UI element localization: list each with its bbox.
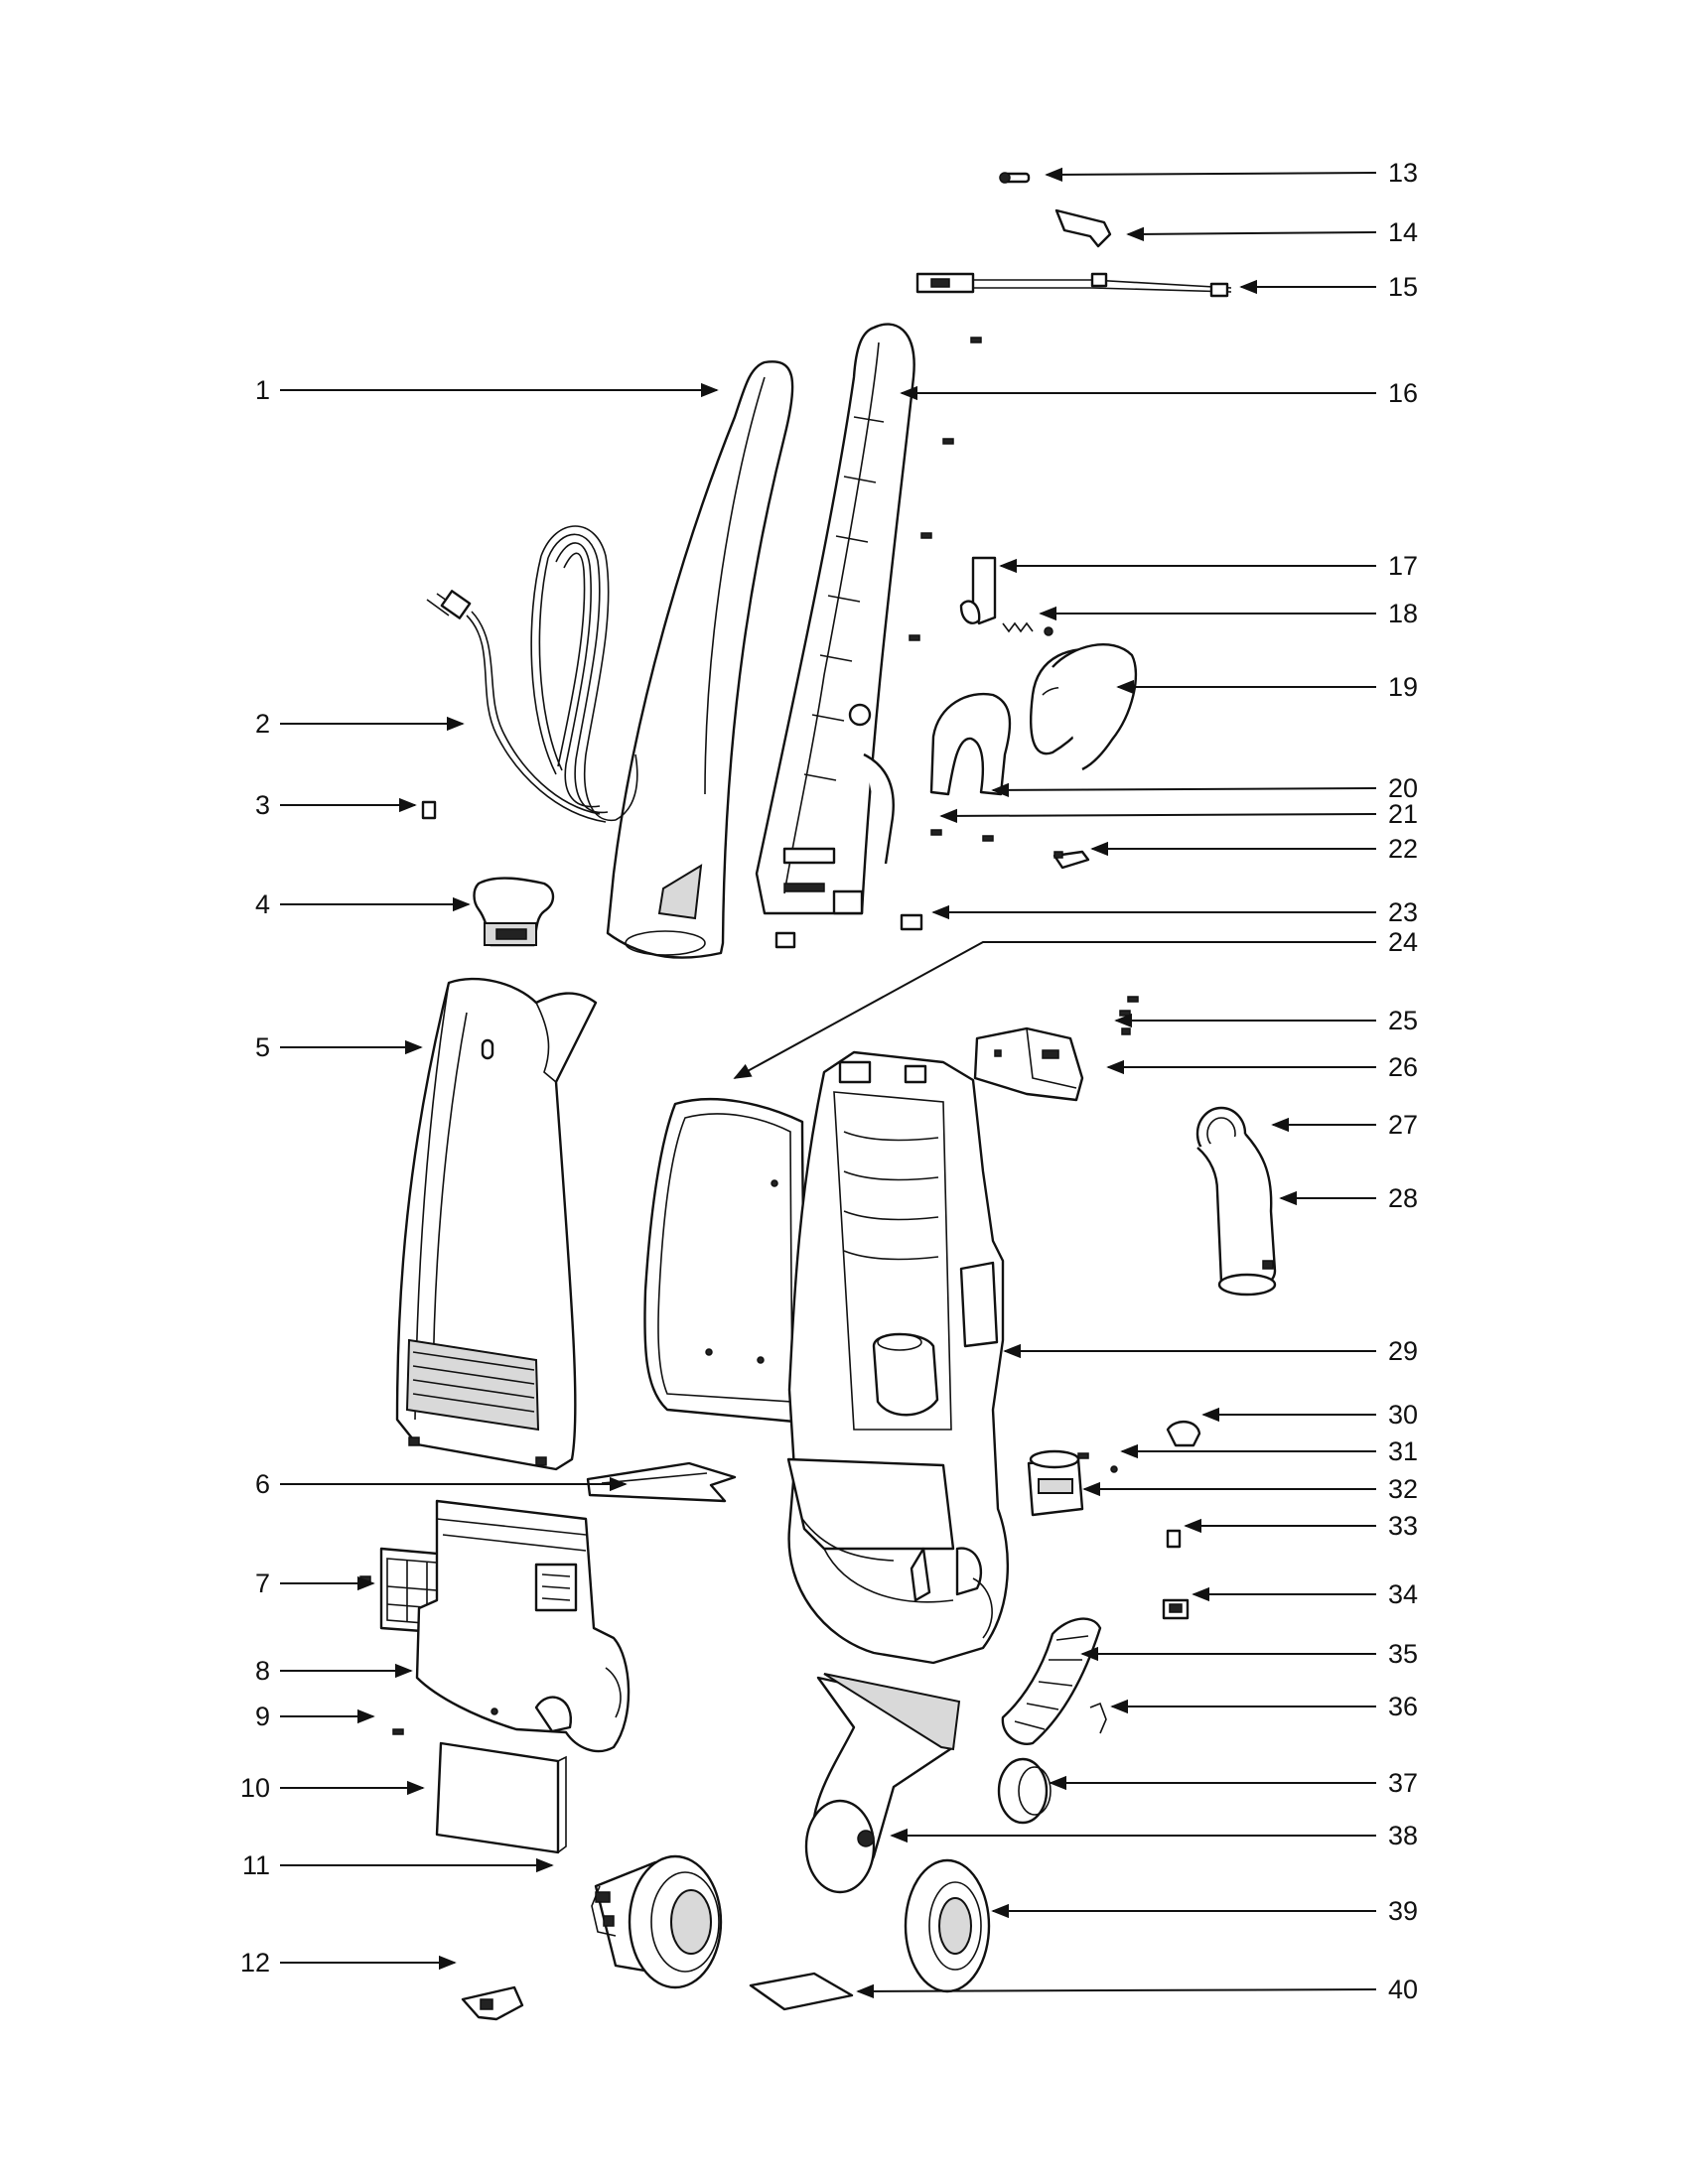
part-2-power-cord (426, 525, 638, 823)
callout-number-26: 26 (1388, 1052, 1418, 1082)
callout-number-23: 23 (1388, 897, 1418, 927)
part-8-filter-housing (415, 1499, 631, 1753)
part-39-wheel (904, 1858, 991, 1993)
callout-number-31: 31 (1388, 1436, 1418, 1466)
callout-number-13: 13 (1388, 158, 1418, 188)
callout-number-14: 14 (1388, 217, 1418, 247)
part-29-main-body (786, 1050, 1009, 1665)
leader-20 (991, 782, 1377, 798)
callout-number-29: 29 (1388, 1336, 1418, 1366)
part-16-handle-back (755, 323, 915, 915)
callout-number-20: 20 (1388, 773, 1418, 803)
part-17-latch (959, 556, 997, 625)
part-1-handle-front (606, 360, 794, 959)
part-11-motor (591, 1854, 723, 1989)
part-38-nozzle (804, 1673, 961, 1894)
callout-number-1: 1 (255, 375, 270, 405)
callout-number-15: 15 (1388, 272, 1418, 302)
part-3-plug (421, 800, 437, 820)
part-22-clip (1052, 850, 1090, 870)
callout-number-33: 33 (1388, 1511, 1418, 1541)
callout-number-12: 12 (240, 1948, 270, 1978)
callout-number-24: 24 (1388, 927, 1418, 957)
callout-number-9: 9 (255, 1702, 270, 1731)
callout-number-18: 18 (1388, 599, 1418, 628)
callout-number-30: 30 (1388, 1400, 1418, 1430)
part-18-spring (1002, 621, 1053, 636)
callout-number-22: 22 (1388, 834, 1418, 864)
callout-number-19: 19 (1388, 672, 1418, 702)
part-12-clip (461, 1985, 524, 2021)
part-14-bracket (1054, 208, 1112, 248)
callout-number-7: 7 (255, 1569, 270, 1598)
callout-number-37: 37 (1388, 1768, 1418, 1798)
callout-number-40: 40 (1388, 1975, 1418, 2004)
leader-14 (1126, 226, 1377, 242)
part-33-pin (1166, 1529, 1182, 1549)
part-24-seal (643, 1098, 806, 1424)
part-34-switch (1162, 1598, 1190, 1620)
part-illustrations (359, 172, 1277, 2021)
callout-number-21: 21 (1388, 799, 1418, 829)
callout-number-28: 28 (1388, 1183, 1418, 1213)
part-4-holder (473, 877, 555, 947)
part-23-clip (774, 913, 923, 949)
part-31-screw (1110, 1465, 1118, 1473)
part-13-screw (999, 172, 1031, 184)
part-19-hook (1030, 643, 1138, 771)
leader-24 (733, 941, 1376, 1079)
leader-40 (856, 1983, 1377, 1999)
part-37-ring (997, 1757, 1052, 1825)
part-10-pad (435, 1741, 567, 1854)
leader-13 (1045, 167, 1377, 183)
callout-number-27: 27 (1388, 1110, 1418, 1140)
callout-number-4: 4 (255, 889, 270, 919)
callout-labels: 1234567891011121314151617181920212223242… (240, 158, 1418, 2004)
part-15-switch-cord (915, 272, 1232, 298)
callout-number-39: 39 (1388, 1896, 1418, 1926)
callout-leader-lines (280, 167, 1377, 1999)
part-20-cap (929, 692, 1012, 796)
callout-number-10: 10 (240, 1773, 270, 1803)
callout-number-16: 16 (1388, 378, 1418, 408)
callout-number-2: 2 (255, 709, 270, 739)
callout-number-8: 8 (255, 1656, 270, 1686)
part-6-tray (586, 1461, 737, 1503)
callout-number-38: 38 (1388, 1821, 1418, 1850)
callout-number-32: 32 (1388, 1474, 1418, 1504)
callout-number-3: 3 (255, 790, 270, 820)
leader-21 (939, 808, 1377, 824)
part-26-switch-block (973, 1026, 1131, 1102)
part-40-pad (749, 1972, 854, 2011)
callout-number-36: 36 (1388, 1692, 1418, 1721)
part-32-belt-bracket (1027, 1449, 1084, 1517)
callout-number-25: 25 (1388, 1006, 1418, 1035)
part-35-hose (1001, 1617, 1102, 1745)
part-5-front-cover (395, 977, 598, 1471)
callout-number-35: 35 (1388, 1639, 1418, 1669)
part-36-clip (1089, 1702, 1107, 1734)
part-30-clip (1166, 1421, 1201, 1447)
callout-number-11: 11 (242, 1850, 270, 1880)
callout-number-17: 17 (1388, 551, 1418, 581)
callout-number-6: 6 (255, 1469, 270, 1499)
callout-number-34: 34 (1388, 1579, 1418, 1609)
callout-number-5: 5 (255, 1032, 270, 1062)
part-28-hose-elbow (1195, 1106, 1277, 1297)
